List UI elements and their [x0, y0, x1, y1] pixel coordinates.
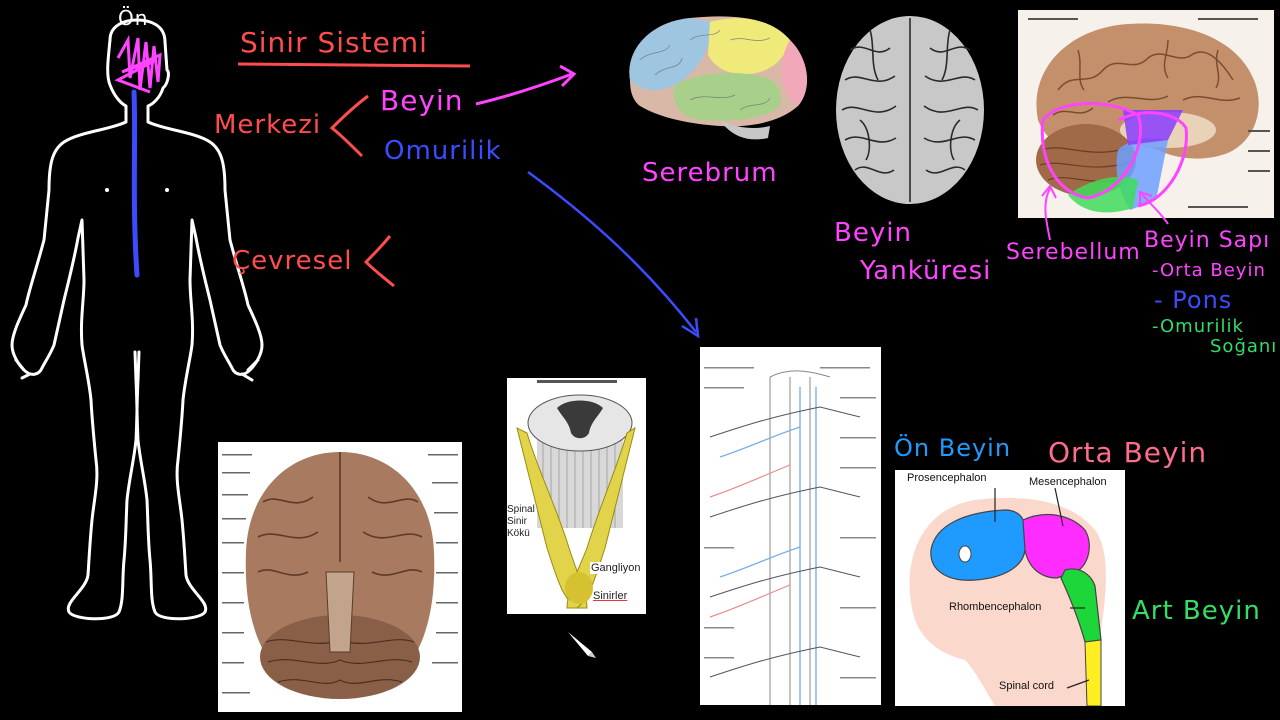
midbrain-label: Orta Beyin: [1048, 436, 1208, 469]
cns-label: Merkezi: [214, 110, 322, 140]
brain-base-image: [222, 452, 458, 699]
spinal-cord-embryo-label: Spinal cord: [999, 680, 1055, 692]
spinal-root-label-3: Kökü: [507, 528, 530, 539]
spinal-cord-diagram: [704, 367, 876, 705]
spinal-root-label-2: Sinir: [507, 516, 528, 527]
brain-scribble: [114, 34, 162, 94]
body-outline: [10, 18, 264, 621]
cerebrum-label: Serebrum: [642, 158, 778, 188]
spinal-cord-label: Omurilik: [384, 136, 502, 166]
sagittal-brain-image: [1028, 18, 1270, 213]
cerebrum-image: [629, 16, 808, 140]
brainstem-part-pons: - Pons: [1154, 286, 1233, 314]
brainstem-part-midbrain: -Orta Beyin: [1152, 260, 1266, 281]
embryo-brain-diagram: [909, 487, 1106, 706]
prosencephalon-label: Prosencephalon: [907, 472, 987, 484]
hemisphere-label-line1: Beyin: [834, 218, 912, 248]
arrows: [475, 64, 700, 339]
spinal-cord-line: [131, 89, 140, 278]
arrow-to-cerebrum: [475, 72, 573, 106]
hemisphere-label-line2: Yanküresi: [860, 256, 992, 286]
spinal-section-panel: Spinal Sinir Kökü Sinirler: [507, 378, 646, 614]
sagittal-brain-panel: [1018, 10, 1274, 218]
cerebellum-label: Serebellum: [1006, 240, 1141, 265]
title-underline: [237, 62, 471, 68]
pns-label: Çevresel: [232, 246, 353, 276]
hemisphere-image: [836, 16, 984, 204]
spinal-cord-diagram-panel: [700, 347, 881, 705]
mesencephalon-label: Mesencephalon: [1029, 476, 1107, 488]
brain-base-panel: [218, 442, 462, 712]
hindbrain-label: Art Beyin: [1132, 596, 1261, 626]
arrow-to-spinal-section: [527, 170, 697, 333]
forebrain-label: Ön Beyin: [894, 434, 1012, 462]
ganglion-label: Gangliyon: [590, 562, 642, 574]
brainstem-part-medulla-2: Soğanı: [1210, 336, 1278, 357]
spinal-section-image: [516, 380, 636, 609]
spinal-root-label-1: Spinal: [507, 504, 535, 515]
cns-bracket: [329, 94, 369, 158]
page-title: Sinir Sistemi: [240, 26, 428, 59]
brainstem-title: Beyin Sapı: [1144, 228, 1271, 253]
sagittal-pointers: [1041, 184, 1169, 241]
embryo-brain-panel: Prosencephalon Mesencephalon Rhombenceph…: [895, 470, 1125, 706]
body-label: Ön: [118, 6, 149, 30]
pen-cursor-icon: [568, 632, 596, 658]
nerves-label: Sinirler: [593, 590, 628, 602]
rhombencephalon-label: Rhombencephalon: [949, 601, 1042, 613]
brainstem-part-medulla: -Omurilik: [1152, 316, 1244, 337]
pns-bracket: [363, 235, 395, 288]
brain-label: Beyin: [380, 84, 464, 117]
